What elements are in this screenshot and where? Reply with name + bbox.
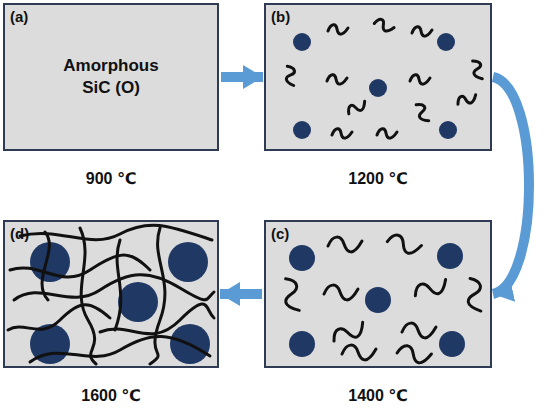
fibre-network xyxy=(8,225,214,364)
temperature-label: 1600 ℃ xyxy=(5,386,217,405)
grain xyxy=(293,33,457,139)
panel-letter: (c) xyxy=(271,225,289,242)
text-holder: Amorphous SiC (O) xyxy=(5,5,217,149)
temperature-label: 1400 ℃ xyxy=(266,386,490,405)
panel-letter: (d) xyxy=(10,225,29,242)
panel-letter: (b) xyxy=(271,8,290,25)
phase-label: Amorphous SiC (O) xyxy=(51,55,171,99)
stage-panel: (d)1600 ℃ xyxy=(3,220,219,368)
process-arrow xyxy=(220,289,262,299)
grain xyxy=(289,243,465,357)
process-arrow xyxy=(493,77,529,294)
stage-panel: (a)Amorphous SiC (O)900 ℃ xyxy=(3,3,219,151)
process-arrow xyxy=(221,72,263,82)
panel-letter: (a) xyxy=(10,8,28,25)
stage-panel: (c)1400 ℃ xyxy=(264,220,492,368)
fibre xyxy=(280,233,485,365)
stage-panel: (b)1200 ℃ xyxy=(264,3,492,151)
temperature-label: 1200 ℃ xyxy=(266,169,490,188)
temperature-label: 900 ℃ xyxy=(5,169,217,188)
fibre xyxy=(284,18,485,139)
